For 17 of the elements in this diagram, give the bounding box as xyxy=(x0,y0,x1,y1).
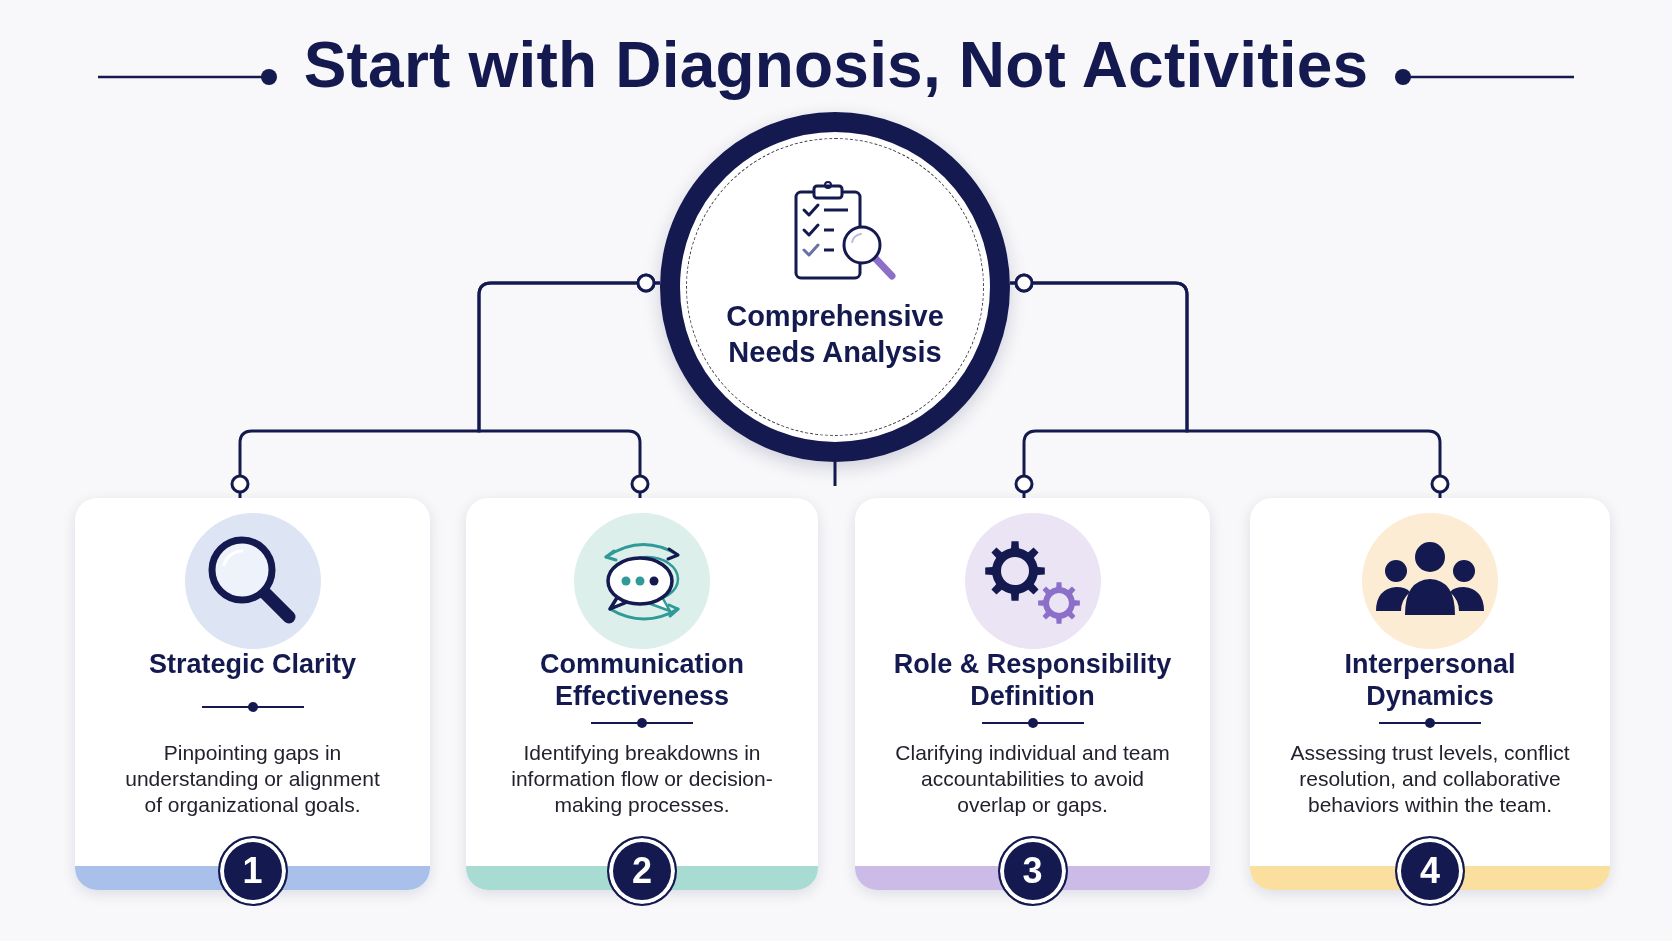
connector xyxy=(1010,273,1450,498)
card-title: Interpersonal Dynamics xyxy=(1343,648,1517,712)
step-number-badge: 4 xyxy=(1395,836,1465,906)
step-number-badge: 1 xyxy=(217,836,288,906)
card-description: Clarifying individual and team accountabilities to avoid overlap or gaps. xyxy=(894,740,1171,818)
card-title: Strategic Clarity xyxy=(148,648,357,680)
card-description: Assessing trust levels, conflict resolution, and collaborative behaviors within the team. xyxy=(1289,740,1571,818)
connector xyxy=(833,462,837,486)
diagram-title: Start with Diagnosis, Not Activities xyxy=(303,30,1369,100)
connector xyxy=(477,273,660,498)
card-description: Identifying breakdowns in information flow or decision-making processes. xyxy=(510,740,774,818)
card-title: Communication Effectiveness xyxy=(539,648,745,712)
step-number-badge: 2 xyxy=(607,836,677,906)
card-description: Pinpointing gaps in understanding or alignment of organizational goals. xyxy=(124,740,381,818)
card-title: Role & Responsibility Definition xyxy=(892,648,1173,712)
step-number-badge: 3 xyxy=(997,836,1068,906)
hub-title: Comprehensive Needs Analysis xyxy=(725,299,945,370)
